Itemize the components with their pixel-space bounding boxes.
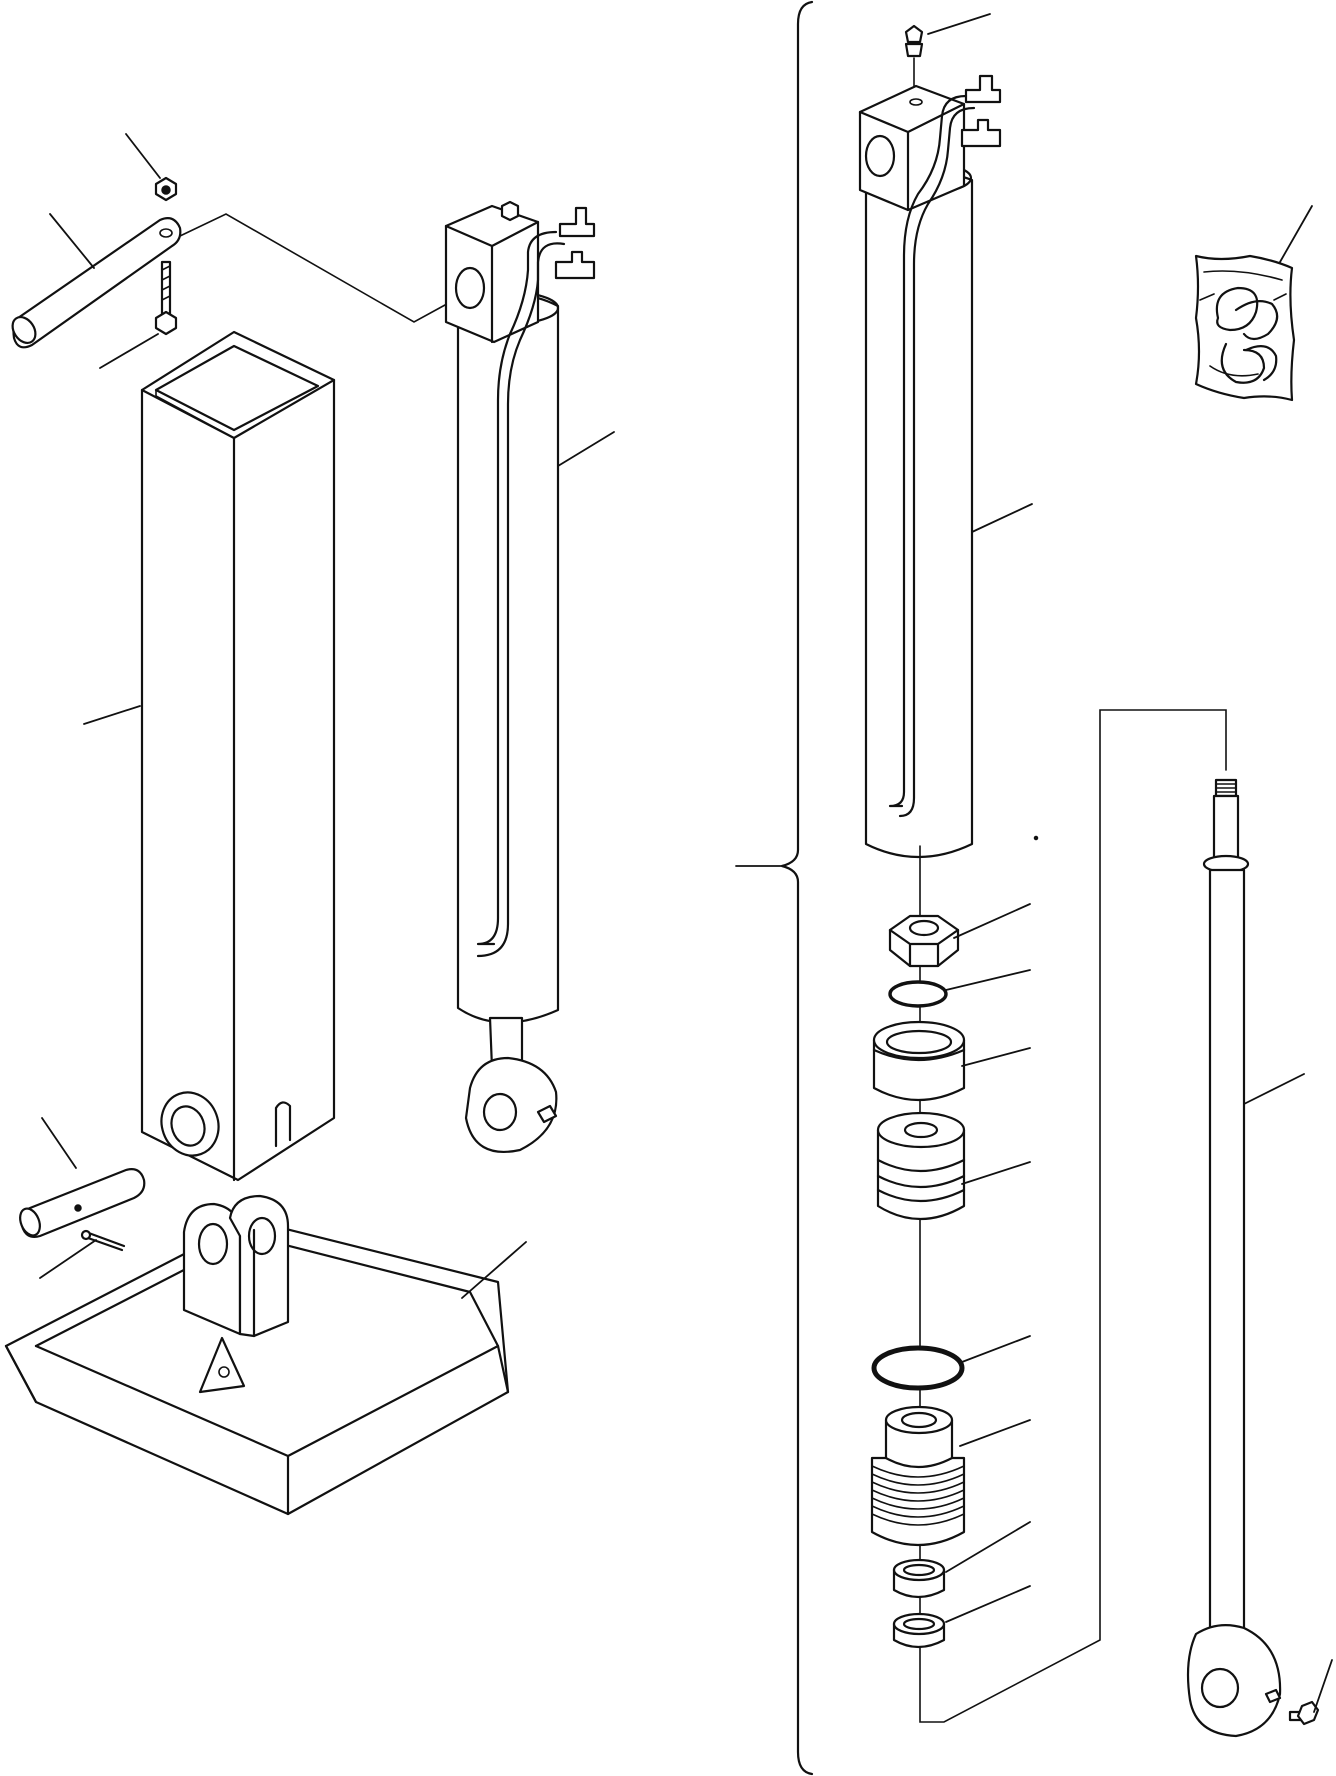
leader-line-icon: [960, 1420, 1030, 1446]
piston-rod: [1188, 780, 1318, 1736]
leader-line-icon: [558, 432, 614, 466]
o-ring-large: [874, 1348, 962, 1388]
assembly-centerline: [180, 214, 445, 322]
bracket-icon: [782, 2, 812, 1774]
square-support-tube: [142, 332, 334, 1180]
leader-line-icon: [84, 706, 140, 724]
leader-line-icon: [40, 1240, 96, 1278]
gland: [872, 1407, 964, 1545]
leader-line-icon: [954, 904, 1030, 938]
bushing: [874, 1022, 964, 1100]
leader-line-icon: [462, 1242, 526, 1298]
leader-line-icon: [946, 1522, 1030, 1572]
o-ring: [890, 982, 946, 1006]
seal-ring: [894, 1614, 944, 1647]
piston: [878, 1113, 964, 1219]
dot-mark: [1035, 837, 1038, 840]
seal-kit-bag: [1196, 256, 1294, 400]
parts-centerline: [920, 710, 1226, 1722]
leader-line-icon: [50, 214, 94, 268]
leader-line-icon: [962, 1162, 1030, 1184]
leader-line-icon: [1314, 1660, 1332, 1712]
leader-line-icon: [100, 334, 158, 368]
leader-line-icon: [946, 1586, 1030, 1622]
grease-fitting: [906, 26, 922, 96]
leader-line-icon: [946, 970, 1030, 990]
pivot-pin: [16, 1169, 144, 1250]
hydraulic-cylinder: [446, 202, 594, 1152]
leader-line-icon: [42, 1118, 76, 1168]
leader-line-icon: [126, 134, 160, 178]
leader-line-icon: [1280, 206, 1312, 262]
pin-assembly: [8, 178, 180, 347]
leader-line-icon: [962, 1336, 1030, 1362]
leader-line-icon: [972, 504, 1032, 532]
leader-line-icon: [928, 14, 990, 34]
cylinder-barrel: [860, 76, 1000, 857]
nut: [890, 916, 958, 966]
wiper-seal: [894, 1560, 944, 1597]
leader-line-icon: [1244, 1074, 1304, 1104]
leader-line-icon: [962, 1048, 1030, 1066]
base-plate: [6, 1196, 508, 1514]
